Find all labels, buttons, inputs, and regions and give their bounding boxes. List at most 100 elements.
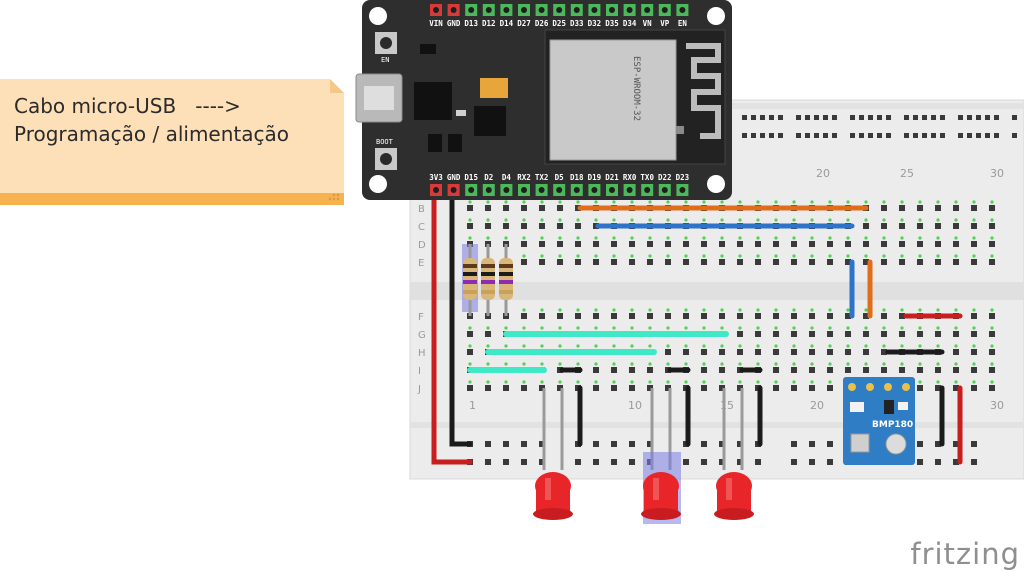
- rail-hole: [917, 441, 923, 447]
- breadboard-hole: [665, 241, 671, 247]
- breadboard-hole: [593, 367, 599, 373]
- rail-hole: [859, 115, 864, 120]
- breadboard-hole: [953, 331, 959, 337]
- breadboard-hole: [971, 259, 977, 265]
- rail-hole: [809, 441, 815, 447]
- breadboard-hole: [755, 259, 761, 265]
- breadboard-hole: [773, 241, 779, 247]
- row-letter: E: [418, 258, 424, 269]
- breadboard-hole: [809, 259, 815, 265]
- row-letter: D: [418, 240, 426, 251]
- rail-hole: [832, 115, 837, 120]
- rail-hole: [593, 459, 599, 465]
- esp32-pin-bottom: D5: [553, 173, 566, 196]
- breadboard-hole: [773, 367, 779, 373]
- rail-hole: [805, 115, 810, 120]
- breadboard-hole: [845, 313, 851, 319]
- breadboard-hole: [593, 313, 599, 319]
- breadboard-hole: [629, 385, 635, 391]
- row-letter: F: [418, 312, 424, 323]
- rail-hole: [886, 133, 891, 138]
- breadboard-hole: [917, 331, 923, 337]
- breadboard-hole: [917, 385, 923, 391]
- rail-hole: [877, 133, 882, 138]
- breadboard-hole: [557, 205, 563, 211]
- breadboard-hole: [863, 349, 869, 355]
- breadboard-hole: [737, 241, 743, 247]
- pin-label: D19: [588, 173, 602, 182]
- breadboard-hole: [953, 259, 959, 265]
- breadboard-hole: [629, 259, 635, 265]
- breadboard-hole: [935, 259, 941, 265]
- rail-hole: [791, 459, 797, 465]
- rail-hole: [971, 459, 977, 465]
- pin-label: TX2: [535, 173, 549, 182]
- esp32-pin-top: EN: [676, 4, 689, 28]
- breadboard-hole: [989, 259, 995, 265]
- breadboard-hole: [971, 241, 977, 247]
- col-number: 15: [720, 399, 734, 412]
- breadboard-hole: [953, 223, 959, 229]
- col-number: 30: [990, 399, 1004, 412]
- breadboard-hole: [503, 205, 509, 211]
- breadboard-hole: [737, 331, 743, 337]
- breadboard-hole: [593, 385, 599, 391]
- row-letter: G: [418, 330, 426, 341]
- breadboard-hole: [647, 313, 653, 319]
- breadboard-hole: [467, 331, 473, 337]
- rail-hole: [967, 133, 972, 138]
- pin-label: D2: [484, 173, 493, 182]
- rail-hole: [719, 459, 725, 465]
- breadboard-hole: [665, 313, 671, 319]
- sensor-pin: [902, 383, 910, 391]
- breadboard-hole: [719, 367, 725, 373]
- rail-hole: [593, 441, 599, 447]
- breadboard-hole: [863, 241, 869, 247]
- breadboard-hole: [683, 349, 689, 355]
- breadboard-hole: [935, 385, 941, 391]
- rail-hole: [751, 133, 756, 138]
- breadboard-hole: [953, 385, 959, 391]
- rail-hole: [827, 441, 833, 447]
- breadboard-hole: [521, 205, 527, 211]
- esp32-pin-top: GND: [447, 4, 461, 28]
- rail-hole: [778, 133, 783, 138]
- rail-hole: [823, 133, 828, 138]
- wires: [431, 189, 963, 465]
- breadboard-hole: [539, 313, 545, 319]
- rail-hole: [805, 133, 810, 138]
- breadboard-hole: [863, 313, 869, 319]
- breadboard-hole: [521, 259, 527, 265]
- breadboard-hole: [611, 367, 617, 373]
- breadboard-hole: [611, 385, 617, 391]
- breadboard-hole: [773, 313, 779, 319]
- breadboard-hole: [611, 313, 617, 319]
- rail-hole: [850, 133, 855, 138]
- breadboard-hole: [881, 313, 887, 319]
- breadboard-hole: [827, 259, 833, 265]
- rail-hole: [913, 115, 918, 120]
- breadboard-hole: [791, 331, 797, 337]
- resistors: [462, 244, 513, 316]
- pin-label: RX0: [623, 173, 637, 182]
- esp32-pin-top: D27: [517, 4, 531, 28]
- row-letter: J: [417, 384, 421, 395]
- breadboard-hole: [791, 385, 797, 391]
- pin-label: GND: [447, 19, 461, 28]
- esp32-pin-bottom: TX0: [640, 173, 654, 196]
- breadboard-hole: [521, 241, 527, 247]
- breadboard-hole: [917, 367, 923, 373]
- breadboard-hole: [683, 259, 689, 265]
- resistor: [499, 244, 513, 316]
- breadboard-hole: [575, 241, 581, 247]
- led-3: [714, 472, 754, 520]
- breadboard-hole: [647, 241, 653, 247]
- rail-hole: [737, 459, 743, 465]
- rail-hole: [868, 133, 873, 138]
- pin-label: RX2: [517, 173, 531, 182]
- breadboard-hole: [881, 349, 887, 355]
- rail-hole: [778, 115, 783, 120]
- breadboard-hole: [953, 241, 959, 247]
- breadboard-hole: [899, 331, 905, 337]
